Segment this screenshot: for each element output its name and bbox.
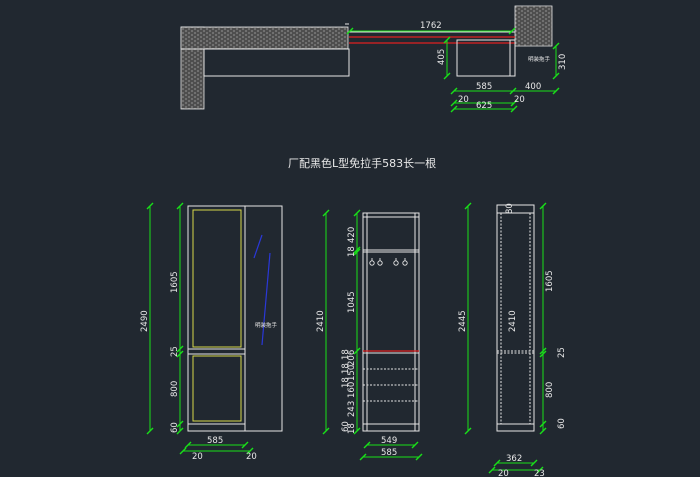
dim-inner-s3: 18 <box>341 349 351 360</box>
dim-depth: 405 <box>437 49 447 65</box>
dim-inner-shelf: 18 <box>347 246 357 257</box>
front-elevation: 明装拖手 2490 1605 25 800 60 585 20 20 <box>140 202 283 462</box>
dim-inner-total: 2410 <box>316 310 326 332</box>
left-wall-top <box>180 26 349 50</box>
dim-total: 625 <box>476 101 492 111</box>
dim-side-total: 2445 <box>458 310 468 332</box>
right-wall <box>514 5 553 47</box>
dim-side-base: 60 <box>557 418 567 429</box>
dim-inner-s9: 18 <box>347 423 357 434</box>
dim-right-edge: 20 <box>514 95 525 105</box>
dim-inner-s5: 18 <box>341 377 351 388</box>
dim-side-right: 23 <box>534 469 545 477</box>
inner-outline <box>362 212 420 432</box>
dim-width: 585 <box>476 82 492 92</box>
dim-span: 1762 <box>420 21 442 31</box>
dim-inner-s2: 150 <box>347 365 357 381</box>
dim-inner-s7: 243 <box>347 401 357 417</box>
front-outline <box>187 205 283 432</box>
dim-left-edge: 20 <box>458 95 469 105</box>
dim-height-right: 310 <box>558 54 568 70</box>
dim-side-inner: 2410 <box>508 310 518 332</box>
dim-inner-s8: 60 <box>341 421 351 432</box>
lower-door <box>192 355 242 422</box>
dim-outer-width: 585 <box>381 448 397 458</box>
dim-inner-top: 420 <box>347 227 357 243</box>
glass-stroke-2 <box>261 252 271 346</box>
upper-door <box>192 209 242 348</box>
new-cabinet <box>456 39 511 77</box>
dim-front-left-edge: 20 <box>192 452 203 462</box>
dim-inner-s4: 18 <box>341 363 351 374</box>
dim-right-gap: 400 <box>525 82 541 92</box>
dim-side-top: 80 <box>505 203 515 214</box>
dim-front-upper: 1605 <box>170 271 180 293</box>
existing-cabinet <box>203 48 350 77</box>
dim-side-upper: 1605 <box>545 270 555 292</box>
hooks <box>369 258 408 266</box>
dim-inner-s1: 206 <box>347 350 357 366</box>
dim-side-width: 362 <box>506 454 522 464</box>
inner-elevation: 2410 420 18 1045 206 150 18 18 18 160 24… <box>316 209 423 461</box>
dim-inner-width: 549 <box>381 436 397 446</box>
dim-side-left: 20 <box>498 469 509 477</box>
handle-note-front: 明装拖手 <box>255 321 278 329</box>
dim-front-mid: 25 <box>170 346 180 357</box>
glass-stroke-1 <box>253 234 263 259</box>
drawing-title: 厂配黑色L型免拉手583长一根 <box>288 156 436 170</box>
side-elevation: 2445 2410 80 1605 25 800 60 362 20 23 <box>458 202 567 477</box>
dim-side-mid: 25 <box>557 347 567 358</box>
dim-front-total: 2490 <box>140 310 150 332</box>
dim-front-base: 60 <box>170 422 180 433</box>
dim-front-lower: 800 <box>170 381 180 397</box>
dim-front-right-edge: 20 <box>246 452 257 462</box>
dim-front-width: 585 <box>207 436 223 446</box>
dim-inner-mid: 1045 <box>347 291 357 313</box>
plan-view: 明装拖手 1762 405 310 585 400 20 20 625 <box>180 5 568 113</box>
dim-side-lower: 800 <box>545 382 555 398</box>
handle-note-plan: 明装拖手 <box>528 55 551 63</box>
side-outline <box>496 204 535 432</box>
dim-inner-s6: 160 <box>347 382 357 398</box>
